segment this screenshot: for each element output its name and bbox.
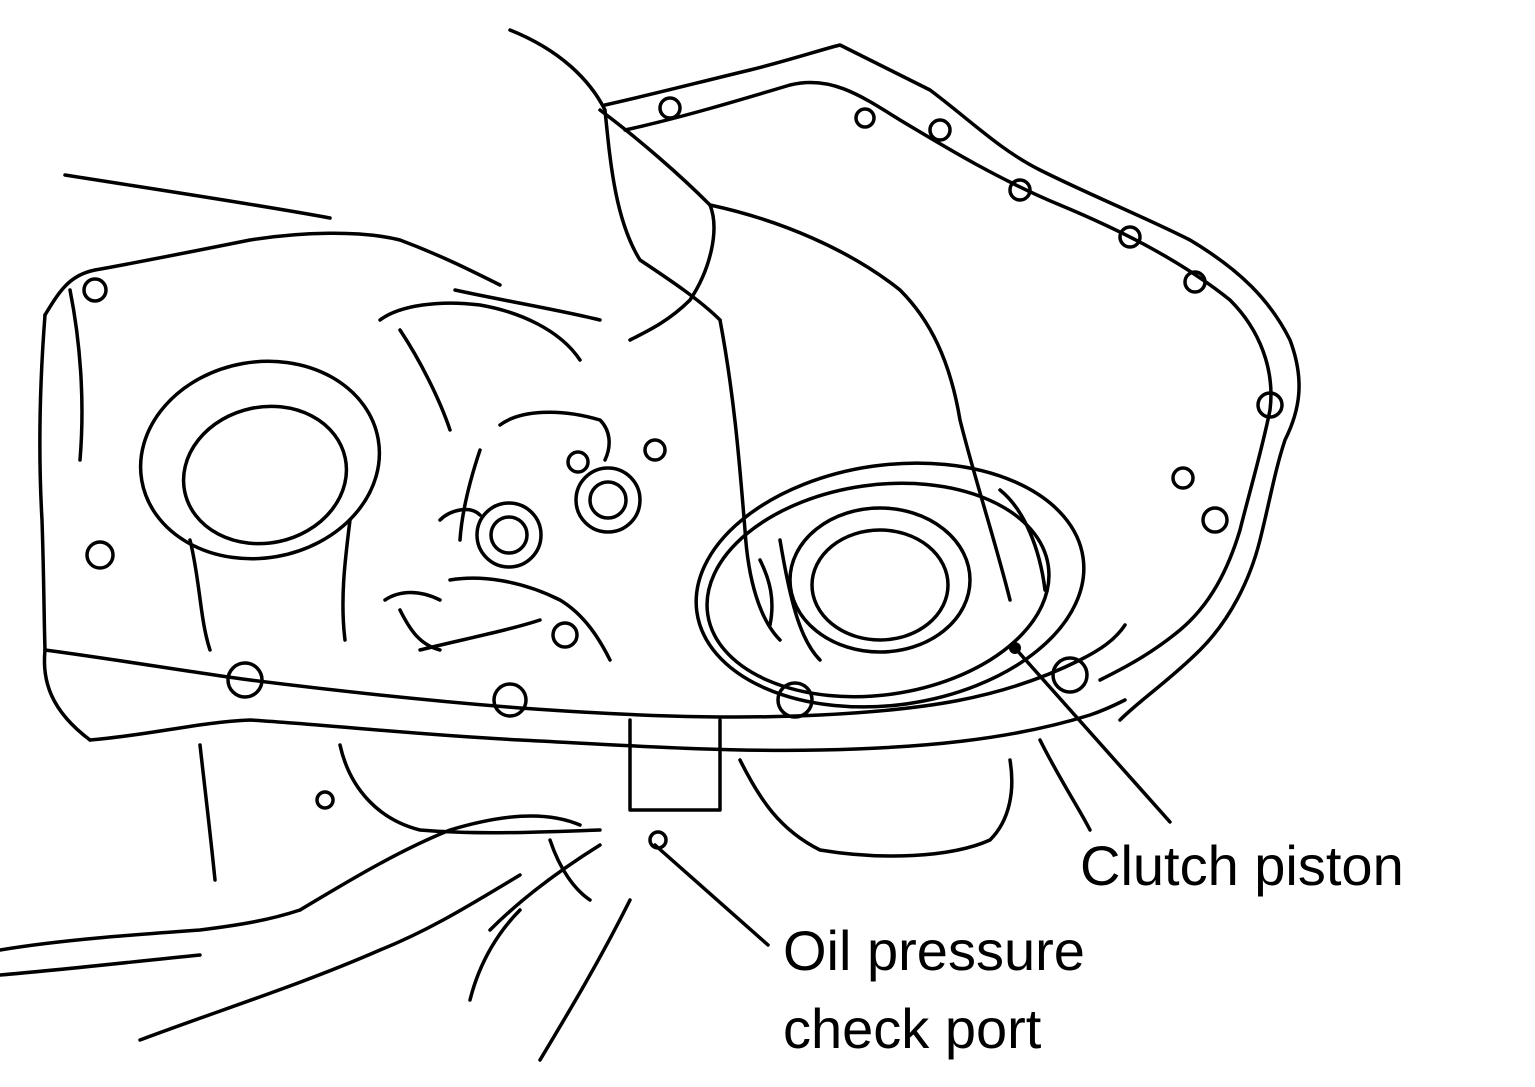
left-bore (138, 359, 382, 652)
oil-port-leader (653, 843, 770, 947)
oil-pressure-label-line2: check port (783, 997, 1042, 1060)
hand-bottom (0, 814, 632, 1062)
clutch-piston-assembly (694, 461, 1086, 709)
hand-top (63, 28, 1012, 642)
valve-body (378, 301, 667, 662)
oil-pressure-label-line1: Oil pressure (783, 919, 1085, 982)
bolt-holes (82, 96, 1284, 719)
oil-pan (198, 718, 1092, 882)
clutch-piston-leader-dot (1009, 642, 1021, 654)
clutch-piston-leader (1013, 646, 1172, 824)
case-flange (38, 43, 1301, 753)
leader-lines (653, 642, 1172, 947)
clutch-piston-label: Clutch piston (1080, 834, 1404, 897)
